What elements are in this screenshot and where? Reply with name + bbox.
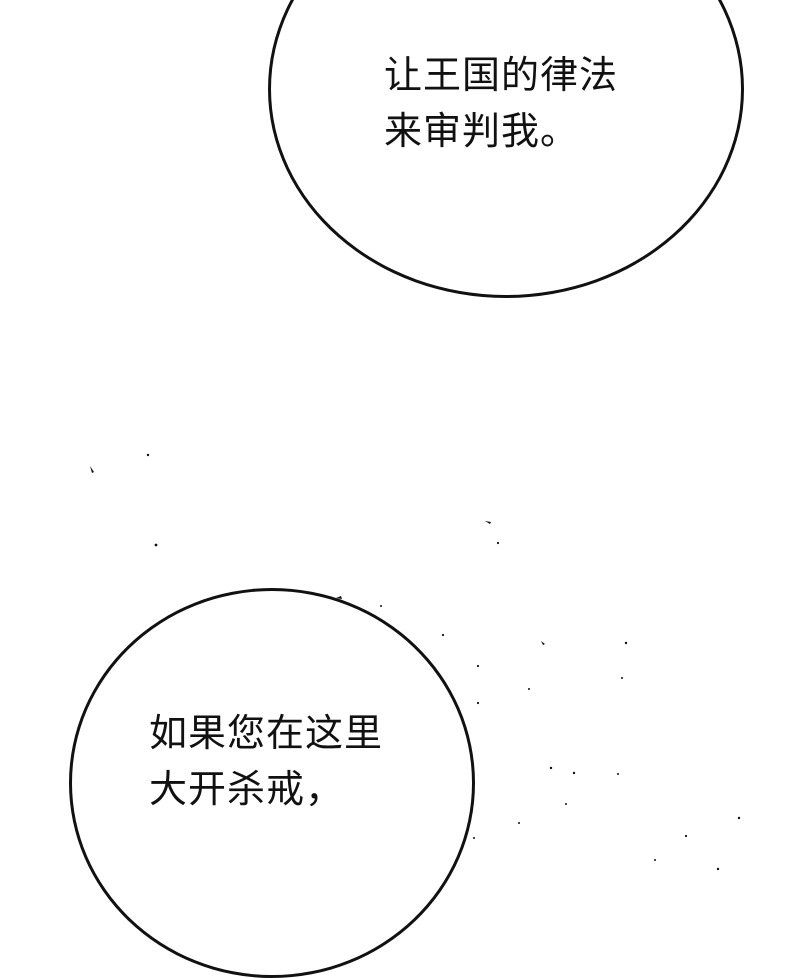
speech-text-bottom: 如果您在这里 大开杀戒， (149, 705, 383, 817)
speech-text-top: 让王国的律法 来审判我。 (384, 47, 618, 159)
speech-bubble-top: 让王国的律法 来审判我。 (268, 0, 744, 298)
speech-line: 来审判我。 (384, 109, 580, 153)
comic-panel: 让王国的律法 来审判我。 (69, 0, 744, 978)
speech-line: 大开杀戒， (149, 767, 345, 811)
speech-line: 如果您在这里 (149, 711, 384, 755)
speech-bubble-bottom: 如果您在这里 大开杀戒， (69, 588, 475, 978)
speech-line: 让王国的律法 (384, 53, 619, 97)
